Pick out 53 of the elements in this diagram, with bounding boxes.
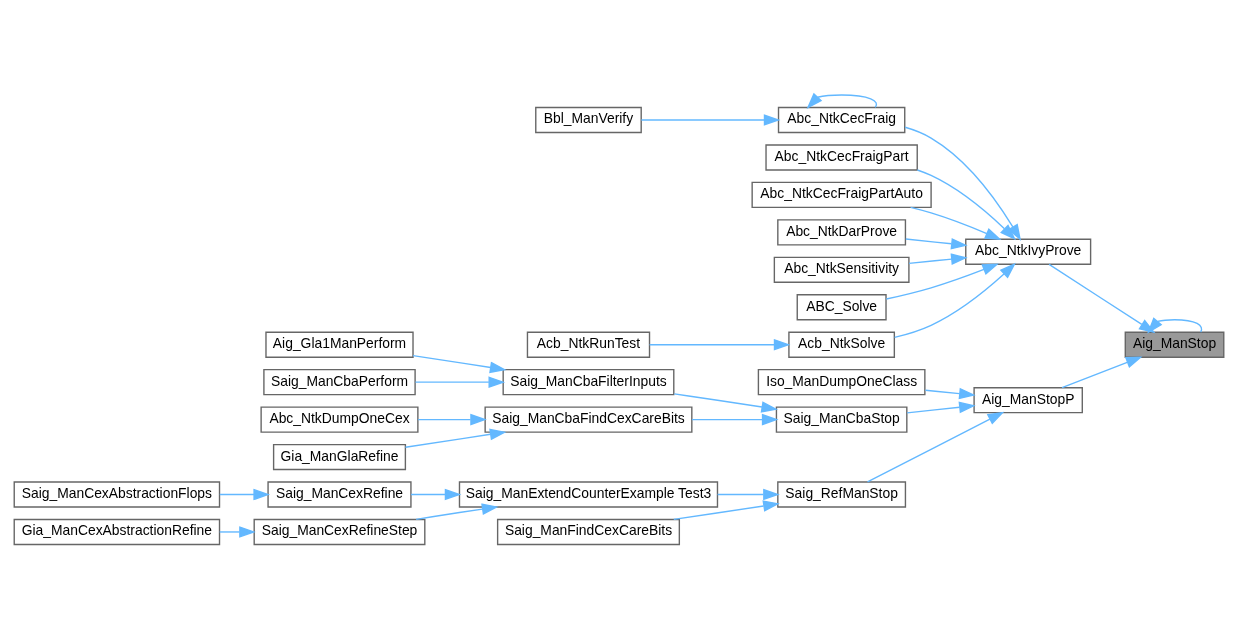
node-box: Bbl_ManVerify: [535, 106, 642, 134]
arrow: [404, 428, 507, 448]
node-box: Abc_NtkDumpOneCex: [260, 406, 419, 433]
arrow: [219, 526, 256, 538]
node-box: Saig_ManCbaFilterInputs: [502, 369, 675, 396]
arrow: [1061, 356, 1143, 389]
node-box: Acb_NtkRunTest: [526, 331, 651, 358]
arrow: [916, 169, 1017, 241]
arrow: [415, 503, 499, 521]
arrow: [219, 488, 271, 501]
arrow: [417, 413, 487, 426]
node-box: Abc_NtkIvyProve: [965, 238, 1092, 265]
node-box: Saig_ManCbaFindCexCareBits: [484, 406, 693, 433]
arrow: [906, 401, 976, 414]
node-box: Saig_ManExtendCounterExample Test3: [458, 481, 719, 508]
arrow: [410, 488, 462, 501]
arrow: [866, 411, 1005, 483]
node-box: Saig_ManCbaStop: [775, 406, 908, 433]
node-box: Aig_Gla1ManPerform: [265, 331, 414, 358]
arrow: [908, 253, 968, 265]
node-box: Abc_NtkCecFraigPartAuto: [751, 181, 932, 209]
arrow: [909, 206, 1002, 241]
arrow: [648, 338, 791, 351]
node-box: Abc_NtkSensitivity: [773, 256, 910, 283]
node-box: Gia_ManCexAbstractionRefine: [13, 518, 221, 546]
node-box: Abc_NtkCecFraig: [777, 106, 906, 134]
arrow: [1048, 263, 1156, 334]
node-box: Saig_ManCexRefineStep: [253, 518, 426, 546]
arrow: [885, 263, 999, 300]
node-box: Saig_ManFindCexCareBits: [496, 518, 681, 546]
node-box: Acb_NtkSolve: [788, 331, 896, 358]
node-box: Saig_ManCexAbstractionFlops: [13, 481, 221, 508]
arrow: [893, 262, 1016, 338]
node-box: Gia_ManGlaRefine: [272, 443, 407, 471]
node-box: Saig_RefManStop: [777, 481, 907, 508]
arrow: [691, 413, 779, 426]
node-box: Abc_NtkCecFraigPart: [765, 144, 918, 171]
arrow: [640, 114, 781, 126]
node-box: Saig_ManCexRefine: [267, 481, 412, 508]
node-box: ABC_Solve: [796, 294, 887, 321]
node-box: Saig_ManCbaPerform: [263, 369, 416, 396]
node-box: Aig_ManStop: [1124, 331, 1225, 358]
node-box: Aig_ManStopP: [973, 387, 1083, 414]
node-box: Iso_ManDumpOneClass: [757, 369, 926, 396]
arrow: [905, 238, 968, 250]
arrow: [414, 376, 506, 388]
arrow: [716, 488, 780, 501]
arrow: [904, 126, 1022, 241]
arrow: [412, 355, 507, 374]
node-box: Abc_NtkDarProve: [777, 219, 907, 246]
arrow: [673, 393, 778, 413]
arrow: [673, 500, 780, 521]
arrow: [924, 387, 976, 400]
